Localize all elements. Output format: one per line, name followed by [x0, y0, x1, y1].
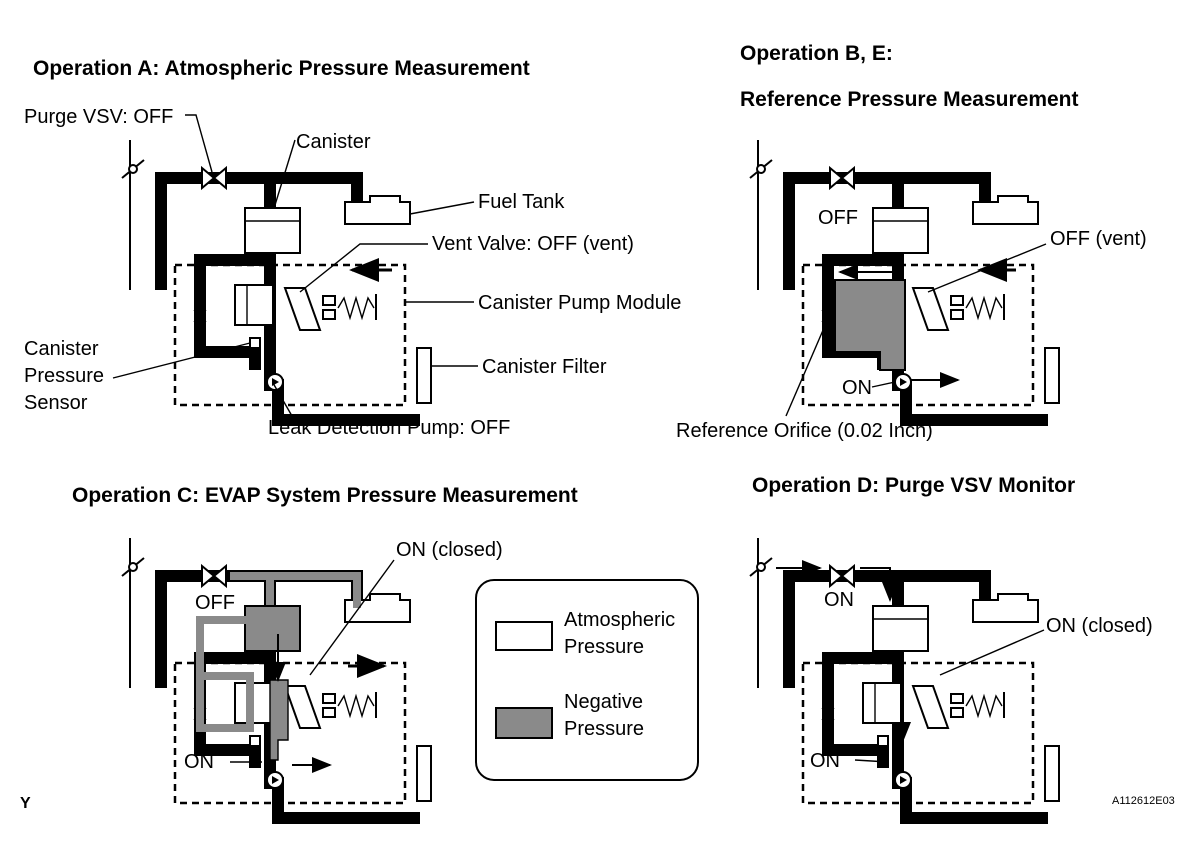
- panel-b-pump-label: ON: [842, 377, 872, 399]
- leak-pump-label: Leak Detection Pump: OFF: [268, 417, 510, 439]
- panel-a-title: Operation A: Atmospheric Pressure Measur…: [33, 57, 530, 80]
- figure-id: A112612E03: [1112, 795, 1175, 807]
- legend-atm-1: Atmospheric: [564, 609, 675, 631]
- panel-c-pump-label: ON: [184, 751, 214, 773]
- panel-d-vsv-label: ON: [824, 589, 854, 611]
- legend: Atmospheric Pressure Negative Pressure: [475, 579, 699, 781]
- panel-d-pump-label: ON: [810, 750, 840, 772]
- panel-operation-b-e: Operation B, E: Reference Pressure Measu…: [676, 42, 1147, 442]
- purge-vsv-label: Purge VSV: OFF: [24, 106, 173, 128]
- vent-valve-label: Vent Valve: OFF (vent): [432, 233, 634, 255]
- panel-c-title: Operation C: EVAP System Pressure Measur…: [72, 484, 578, 507]
- sensor-label-2: Pressure: [24, 365, 104, 387]
- sensor-label-1: Canister: [24, 338, 99, 360]
- canister-filter-label: Canister Filter: [482, 356, 607, 378]
- sensor-label-3: Sensor: [24, 392, 88, 414]
- panel-c-vsv-label: OFF: [195, 592, 235, 614]
- panel-b-title-1: Operation B, E:: [740, 42, 893, 65]
- panel-operation-d: Operation D: Purge VSV Monitor ON ON (cl…: [750, 474, 1153, 818]
- legend-atm-2: Pressure: [564, 636, 644, 658]
- panel-b-vsv-label: OFF: [818, 207, 858, 229]
- panel-operation-a: Operation A: Atmospheric Pressure Measur…: [24, 57, 681, 439]
- panel-b-orifice-label: Reference Orifice (0.02 Inch): [676, 420, 933, 442]
- panel-d-vent-label: ON (closed): [1046, 615, 1153, 637]
- pump-module-label: Canister Pump Module: [478, 292, 681, 314]
- panel-c-vent-label: ON (closed): [396, 539, 503, 561]
- legend-neg-1: Negative: [564, 691, 643, 713]
- fuel-tank-label: Fuel Tank: [478, 191, 565, 213]
- canister-label: Canister: [296, 131, 371, 153]
- legend-atmospheric-swatch: [495, 621, 553, 651]
- footer-left-mark: Y: [20, 795, 31, 812]
- panel-b-title-2: Reference Pressure Measurement: [740, 88, 1079, 111]
- panel-d-title: Operation D: Purge VSV Monitor: [752, 474, 1075, 497]
- legend-neg-2: Pressure: [564, 718, 644, 740]
- panel-operation-c: Operation C: EVAP System Pressure Measur…: [72, 484, 578, 818]
- legend-negative-swatch: [495, 707, 553, 739]
- panel-b-vent-label: OFF (vent): [1050, 228, 1147, 250]
